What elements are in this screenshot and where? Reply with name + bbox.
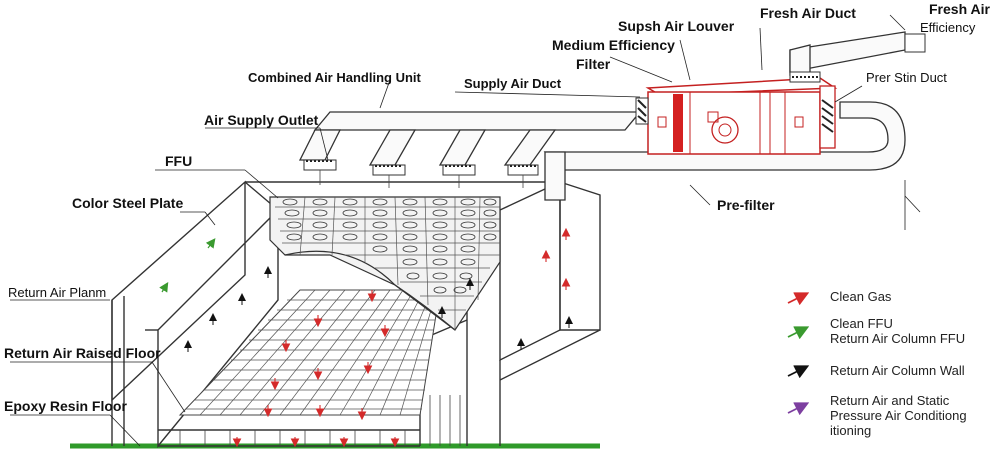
label-supply-air-louver: Supsh Air Louver [618, 18, 735, 34]
legend-item-static-pressure: Return Air and Static Pressure Air Condi… [787, 393, 967, 438]
supply-duct-network [298, 31, 926, 201]
legend-label: Pressure Air Conditiong [830, 408, 967, 423]
label-epoxy-resin-floor: Epoxy Resin Floor [4, 398, 127, 414]
label-air-supply-outlet: Air Supply Outlet [204, 112, 319, 128]
raised-floor-grid [178, 289, 441, 416]
label-return-air-plenum: Return Air Planm [8, 285, 106, 300]
air-handling-unit [635, 71, 838, 155]
label-color-steel-plate: Color Steel Plate [72, 195, 183, 211]
legend-label: Return Air and Static [830, 393, 950, 408]
label-pre-filter: Pre-filter [717, 197, 775, 213]
legend-label: Clean FFU [830, 316, 893, 331]
legend: Clean Gas Clean FFU Return Air Column FF… [787, 289, 967, 438]
label-filter: Filter [576, 56, 611, 72]
legend-label: itioning [830, 423, 871, 438]
legend-item-clean-gas: Clean Gas [787, 289, 892, 306]
label-return-air-raised-floor: Return Air Raised Floor [4, 345, 161, 361]
label-combined-ahu: Combined Air Handling Unit [248, 70, 422, 85]
label-fresh-air-duct: Fresh Air Duct [760, 5, 856, 21]
label-medium-efficiency: Medium Efficiency [552, 37, 675, 53]
legend-item-return-wall: Return Air Column Wall [787, 363, 965, 379]
label-efficiency: Efficiency [920, 20, 976, 35]
flow-arrows [159, 227, 573, 448]
label-prer-stin-duct: Prer Stin Duct [866, 70, 947, 85]
legend-label: Clean Gas [830, 289, 892, 304]
label-supply-air-duct: Supply Air Duct [464, 76, 562, 91]
label-fresh-air: Fresh Air [929, 1, 990, 17]
legend-label: Return Air Column Wall [830, 363, 965, 378]
legend-label: Return Air Column FFU [830, 331, 965, 346]
legend-item-return-ffu: Clean FFU Return Air Column FFU [787, 316, 965, 346]
leader-lines [10, 14, 921, 447]
ffu-ceiling-grid [269, 196, 501, 331]
label-ffu: FFU [165, 153, 192, 169]
text-labels: Fresh Air Efficiency Fresh Air Duct Sups… [4, 1, 990, 414]
